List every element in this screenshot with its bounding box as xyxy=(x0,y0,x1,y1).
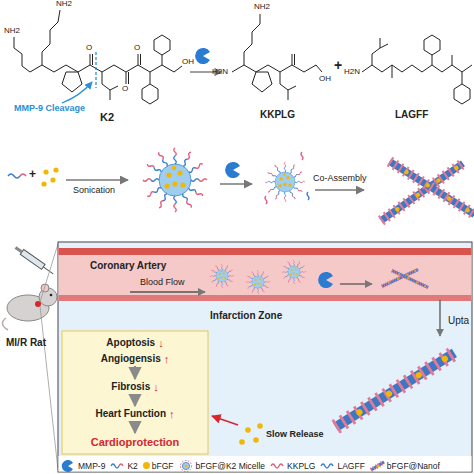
effect-item: Fibrosis↓ xyxy=(66,379,204,394)
effect-item: Heart Function↑ xyxy=(66,406,204,421)
atom-label: OH xyxy=(182,58,194,66)
effect-item: Cardioprotection xyxy=(66,433,204,450)
legend-text: K2 xyxy=(127,461,137,471)
legend-text: LAGFF xyxy=(337,461,364,471)
effect-item: Apoptosis↓ xyxy=(66,335,204,350)
trend-arrow: ↓ xyxy=(158,337,164,349)
legend-icon xyxy=(320,460,335,472)
legend-text: bFGF@Nanof xyxy=(387,461,440,471)
trend-arrow: ↑ xyxy=(164,353,170,365)
legend-text: bFGF xyxy=(152,461,174,471)
effect-item: Angiogensis↑ xyxy=(66,351,204,366)
legend-swatch xyxy=(143,462,150,469)
atom-label: NH2 xyxy=(56,0,72,8)
plus-sign: + xyxy=(29,168,36,180)
item-text: Apoptosis xyxy=(106,337,155,348)
atom-label: O xyxy=(122,85,128,93)
step-label: Slow Release xyxy=(266,430,324,439)
legend-item: K2 xyxy=(110,460,137,472)
atom-label: O xyxy=(86,44,92,52)
legend-item: bFGF xyxy=(143,461,174,471)
cleavage-label: MMP-9 Cleavage xyxy=(14,104,85,113)
step-label: Upta xyxy=(448,316,469,326)
region-label: Infarction Zone xyxy=(210,311,282,321)
legend-text: KKPLG xyxy=(287,461,315,471)
atom-label: NH2 xyxy=(4,27,20,35)
legend-item: MMP-9 xyxy=(61,460,105,472)
legend-item: bFGF@Nanof xyxy=(370,460,440,472)
flow-arrow xyxy=(134,366,136,379)
region-label: Coronary Artery xyxy=(90,261,166,271)
flow-label: Blood Flow xyxy=(140,278,185,287)
model-label: MI/R Rat xyxy=(6,338,46,348)
plus-sign: + xyxy=(334,58,342,72)
peptide-name: K2 xyxy=(100,112,114,123)
legend-item: KKPLG xyxy=(270,460,315,472)
legend-icon xyxy=(61,460,76,472)
legend-icon xyxy=(110,460,125,472)
legend-text: MMP-9 xyxy=(78,461,105,471)
legend-text: bFGF@K2 Micelle xyxy=(196,461,266,471)
atom-label: O xyxy=(134,44,140,52)
legend-icon xyxy=(270,460,285,472)
atom-label: H2N xyxy=(212,68,228,76)
atom-label: H2N xyxy=(344,68,360,76)
legend-icon xyxy=(370,460,385,472)
flow-arrow xyxy=(134,394,136,406)
atom-label: OH xyxy=(319,75,331,83)
peptide-name: LAGFF xyxy=(395,110,428,120)
step-label: Co-Assembly xyxy=(313,174,367,183)
flow-arrow xyxy=(134,421,136,433)
legend-item: bFGF@K2 Micelle xyxy=(179,460,266,472)
item-text: Cardioprotection xyxy=(91,436,180,448)
item-text: Angiogensis xyxy=(101,353,161,364)
legend-item: LAGFF xyxy=(320,460,364,472)
peptide-name: KKPLG xyxy=(260,110,295,120)
item-text: Fibrosis xyxy=(111,381,150,392)
step-label: Sonication xyxy=(73,186,115,195)
legend-icon xyxy=(179,460,194,472)
legend: MMP-9 K2 bFGF bFGF@K2 Micelle KKPLG LAGFF bFGF… xyxy=(61,459,471,472)
trend-arrow: ↓ xyxy=(153,381,159,393)
trend-arrow: ↑ xyxy=(169,408,175,420)
atom-label: NH2 xyxy=(254,3,270,11)
item-text: Heart Function xyxy=(95,408,166,419)
